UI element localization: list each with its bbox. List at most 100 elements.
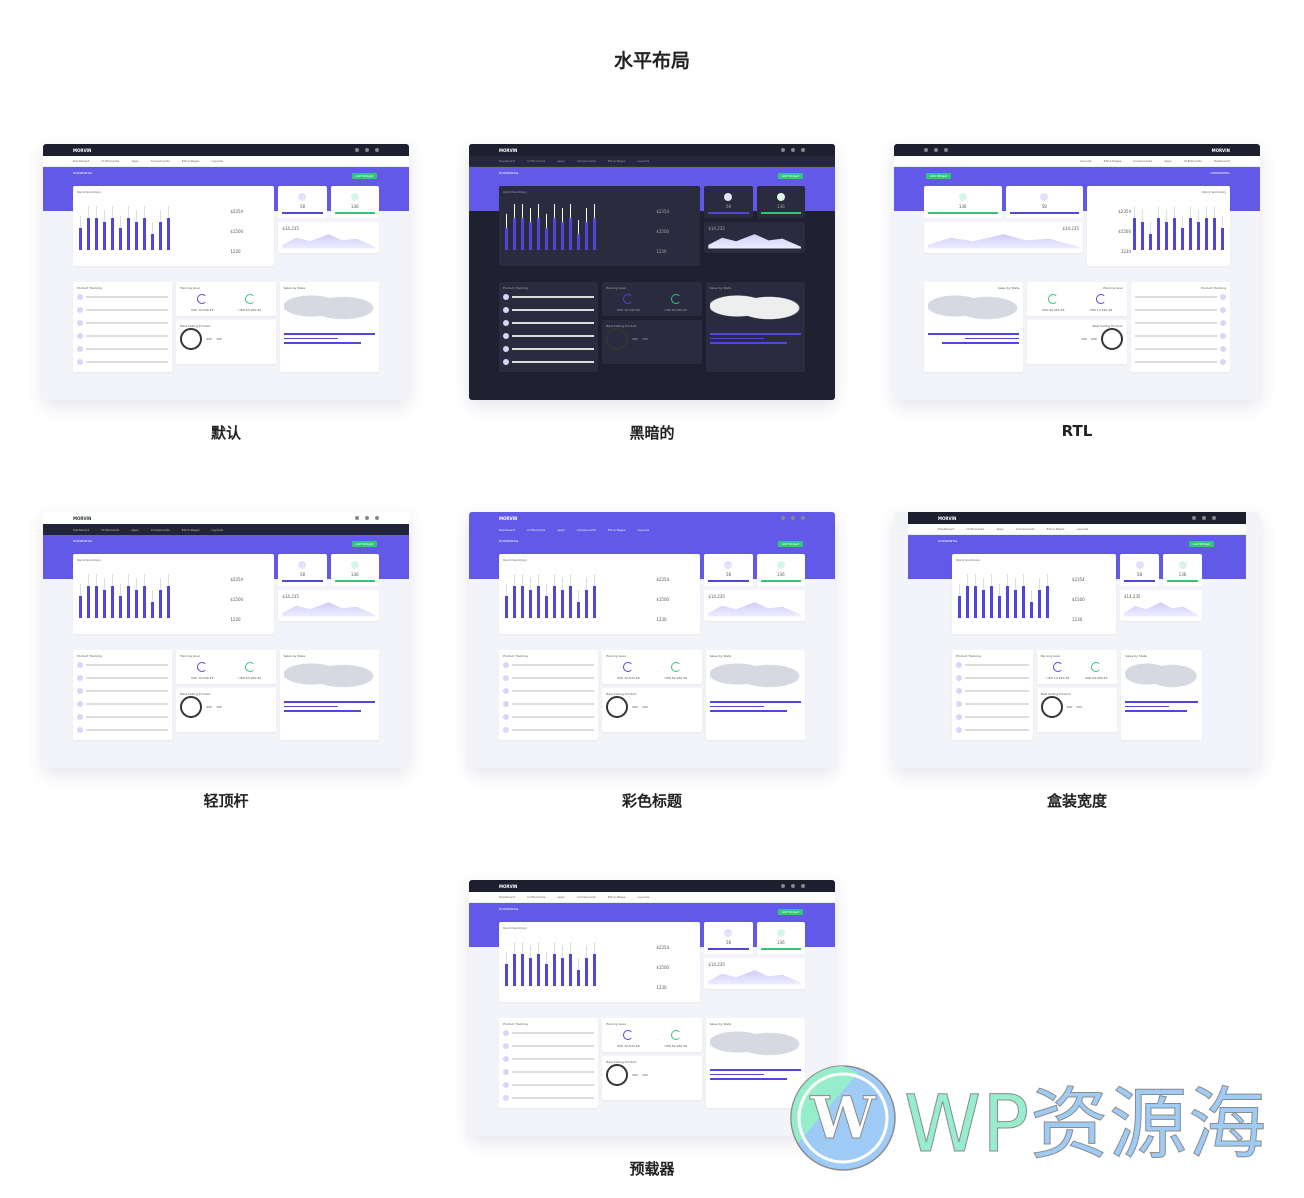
chart-bar [111, 574, 114, 618]
layout-caption[interactable]: 黑暗的 [629, 424, 675, 442]
sales-by-state-card: Sales by State [705, 650, 805, 740]
chart-bar [561, 578, 564, 618]
layout-caption[interactable]: 盒装宽度 [1046, 792, 1107, 810]
card-title: Quick Summary [77, 558, 101, 562]
stat: 1230 [656, 985, 667, 990]
chart-bar [127, 574, 130, 618]
list-item [77, 329, 169, 342]
breadcrumb: HORIZONTAL [499, 907, 519, 911]
chart-bar [545, 952, 548, 986]
breadcrumb: HORIZONTAL [499, 171, 519, 175]
brand-logo: MORVIN [499, 515, 518, 521]
chart-bar [1205, 206, 1208, 250]
nav-item: Dashboard [73, 159, 90, 163]
list-item [77, 710, 169, 723]
list-item [77, 658, 169, 671]
list-item [503, 1026, 595, 1039]
revenue-area-chart [282, 602, 375, 617]
list-item [956, 658, 1029, 671]
layout-caption[interactable]: 预载器 [629, 1160, 675, 1178]
chart-bar [593, 204, 596, 250]
chart-bar [1133, 206, 1136, 250]
nav-item: Layouts [1076, 527, 1089, 531]
chart-bar [119, 584, 122, 618]
chart-bar [513, 942, 516, 986]
card-title: Quick Summary [503, 926, 527, 930]
nav-item: Components [150, 527, 170, 532]
chart-bar [1014, 578, 1017, 618]
product-tracking-card: Product Tracking [499, 282, 599, 372]
list-item [503, 1091, 595, 1104]
revenue-area-chart [708, 234, 801, 249]
sales-by-state-card: Sales by State [1121, 650, 1202, 740]
product-tracking-card: Product Tracking [952, 650, 1033, 740]
product-tracking-card: Product Tracking [73, 282, 173, 372]
nav-item: Dashboard [1213, 159, 1230, 163]
users-card: 136 [756, 922, 805, 954]
topbar: MORVIN [469, 144, 835, 156]
world-map [709, 1026, 801, 1066]
revenue-area-chart [282, 234, 375, 249]
chart-bar [553, 942, 556, 986]
svg-text:W: W [809, 1084, 876, 1152]
chart-bar [87, 574, 90, 618]
chart-bar [545, 584, 548, 618]
add-widget-button: Add Widget [777, 173, 803, 179]
card-title: Quick Summary [956, 558, 980, 562]
product-tracking-card: Product Tracking [499, 650, 599, 740]
watermark-logo: W WP资源海 [788, 1062, 1267, 1174]
chart-bar [553, 574, 556, 618]
layout-caption[interactable]: 默认 [210, 424, 241, 442]
chart-bar [521, 204, 524, 250]
world-map [709, 658, 801, 698]
revenue-area-chart [708, 602, 801, 617]
topbar: MORVIN [469, 880, 835, 892]
orders-card: 58 [704, 922, 753, 954]
stat: 1230 [1072, 617, 1083, 622]
layout-caption[interactable]: 彩色标题 [621, 792, 682, 810]
world-map [1125, 658, 1198, 698]
chart-bar [159, 578, 162, 618]
orders-card: 58 [704, 186, 753, 218]
world-map [709, 290, 801, 330]
list-item [503, 355, 595, 368]
topbar: MORVIN [469, 512, 835, 524]
list-item [503, 303, 595, 316]
chart-bar [569, 942, 572, 986]
chart-bar [103, 578, 106, 618]
nav-item: Extra Pages [607, 527, 626, 532]
chart-bar [1038, 578, 1041, 618]
breadcrumb: HORIZONTAL [73, 539, 93, 543]
layout-caption[interactable]: RTL [1061, 422, 1093, 440]
chart-bar [537, 574, 540, 618]
chart-bar [87, 206, 90, 250]
nav-item: Components [576, 159, 596, 163]
layout-caption[interactable]: 轻顶杆 [203, 792, 249, 810]
nav-item: Dashboard [499, 527, 516, 532]
topbar: MORVIN [908, 512, 1246, 524]
chart-bar [1022, 574, 1025, 618]
chart-bar [505, 952, 508, 986]
chart-bar [553, 204, 556, 250]
